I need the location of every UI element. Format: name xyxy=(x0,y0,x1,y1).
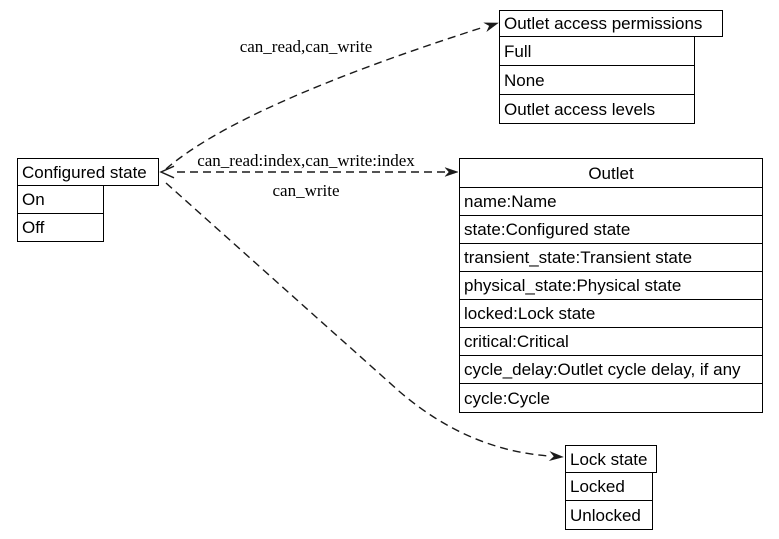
node-outlet-field: physical_state:Physical state xyxy=(459,271,763,300)
node-permissions-value: Full xyxy=(499,36,695,66)
node-lock-state-title: Lock state xyxy=(565,445,657,473)
node-outlet-field: cycle:Cycle xyxy=(459,383,763,413)
node-outlet-field: critical:Critical xyxy=(459,327,763,356)
node-configured-state-value: On xyxy=(17,185,104,214)
arrowhead-outlet-icon xyxy=(444,167,459,177)
node-permissions-value: Outlet access levels xyxy=(499,94,695,124)
node-permissions-title: Outlet access permissions xyxy=(499,10,723,37)
node-outlet-title: Outlet xyxy=(459,158,763,188)
arrowhead-lock-state-icon xyxy=(548,451,564,461)
node-lock-state-value: Unlocked xyxy=(565,500,653,530)
edge-label-can-read-can-write: can_read,can_write xyxy=(239,37,373,56)
edge-label-can-read-index-can-write-index: can_read:index,can_write:index xyxy=(197,151,415,170)
arrowhead-configured-state-icon xyxy=(159,165,175,179)
node-configured-state-value: Off xyxy=(17,213,104,242)
node-configured-state-title: Configured state xyxy=(17,158,159,186)
node-permissions-value: None xyxy=(499,65,695,95)
edge-label-can-write: can_write xyxy=(272,181,340,200)
node-outlet-field: state:Configured state xyxy=(459,215,763,244)
node-lock-state-value: Locked xyxy=(565,472,653,501)
arrowhead-permissions-icon xyxy=(483,22,499,32)
node-outlet-field: name:Name xyxy=(459,187,763,216)
node-outlet-field: transient_state:Transient state xyxy=(459,243,763,272)
node-outlet-field: cycle_delay:Outlet cycle delay, if any xyxy=(459,355,763,384)
node-outlet-field: locked:Lock state xyxy=(459,299,763,328)
